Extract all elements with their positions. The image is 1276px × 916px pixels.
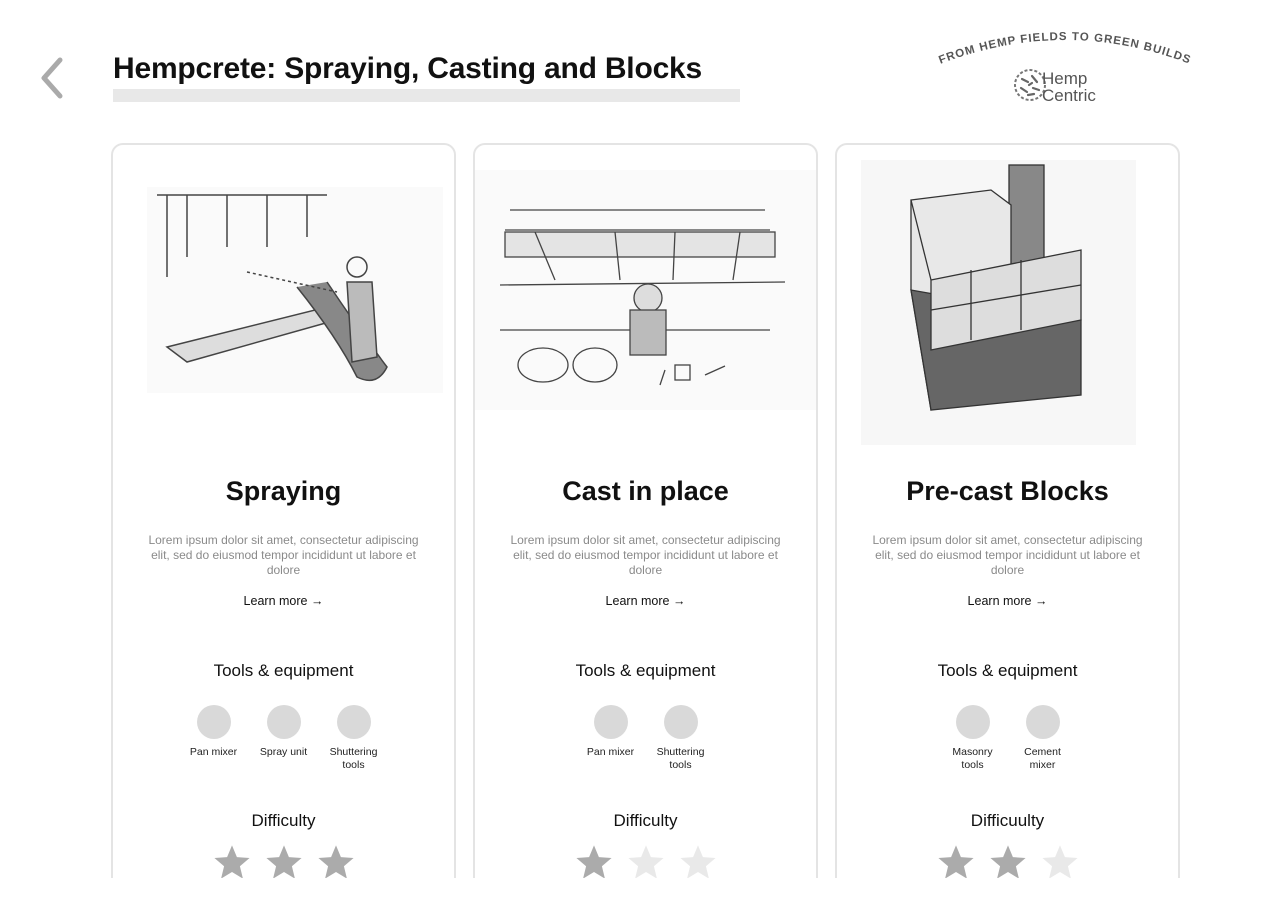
tool-item: Pan mixer — [179, 705, 249, 772]
tool-image-placeholder — [955, 705, 990, 739]
tool-image-placeholder — [593, 705, 628, 739]
star-filled-icon — [989, 845, 1026, 878]
page-title: Hempcrete: Spraying, Casting and Blocks — [113, 52, 703, 85]
card-title: Pre-cast Blocks — [906, 476, 1109, 506]
tool-image-placeholder — [266, 705, 301, 739]
method-card-spraying[interactable]: Spraying Lorem ipsum dolor sit amet, con… — [111, 143, 456, 878]
star-empty-icon — [679, 845, 716, 878]
difficulty-rating — [113, 843, 454, 878]
card-title: Cast in place — [562, 476, 729, 506]
difficulty-heading: Difficulty — [613, 811, 678, 830]
logo-name-line1: Hemp — [1042, 69, 1088, 88]
tool-label: Cement mixer — [1024, 746, 1061, 771]
star-filled-icon — [213, 845, 250, 878]
learn-more-link[interactable]: Learn more → — [243, 594, 324, 608]
star-empty-icon — [1041, 845, 1078, 878]
tools-heading: Tools & equipment — [575, 661, 716, 680]
star-filled-icon — [317, 845, 354, 878]
learn-more-link[interactable]: Learn more → — [967, 594, 1048, 608]
difficulty-heading: Difficulty — [251, 811, 316, 830]
star-filled-icon — [575, 845, 612, 878]
tool-item: Shuttering tools — [646, 705, 716, 772]
tool-item: Pan mixer — [576, 705, 646, 772]
chevron-left-icon[interactable] — [36, 54, 70, 102]
logo-name-line2: Centric — [1042, 86, 1096, 105]
hemp-centric-logo-icon — [1014, 69, 1046, 101]
pre-cast-blocks-illustration — [861, 160, 1136, 445]
tools-list: Pan mixer Spray unit Shuttering tools — [113, 705, 454, 772]
tool-label: Spray unit — [259, 746, 308, 758]
logo-tagline: FROM HEMP FIELDS TO GREEN BUILDS — [937, 31, 1192, 67]
star-empty-icon — [627, 845, 664, 878]
star-filled-icon — [937, 845, 974, 878]
tool-label: Pan mixer — [586, 746, 635, 758]
method-card-pre-cast-blocks[interactable]: Pre-cast Blocks Lorem ipsum dolor sit am… — [835, 143, 1180, 878]
tools-list: Pan mixer Shuttering tools — [475, 705, 816, 772]
tool-image-placeholder — [663, 705, 698, 739]
tools-list: Masonry tools Cement mixer — [837, 705, 1178, 772]
tool-image-placeholder — [196, 705, 231, 739]
spraying-illustration — [147, 187, 443, 393]
tool-item: Spray unit — [249, 705, 319, 772]
learn-more-link[interactable]: Learn more → — [605, 594, 686, 608]
method-card-cast-in-place[interactable]: Cast in place Lorem ipsum dolor sit amet… — [473, 143, 818, 878]
tool-image-placeholder — [336, 705, 371, 739]
difficulty-rating — [837, 843, 1178, 878]
tool-item: Masonry tools — [938, 705, 1008, 772]
card-description: Lorem ipsum dolor sit amet, consectetur … — [510, 533, 781, 577]
card-description: Lorem ipsum dolor sit amet, consectetur … — [148, 533, 419, 577]
tool-label: Masonry tools — [952, 746, 993, 771]
tools-heading: Tools & equipment — [213, 661, 354, 680]
card-title: Spraying — [225, 476, 342, 506]
tool-item: Cement mixer — [1008, 705, 1078, 772]
tool-label: Pan mixer — [189, 746, 238, 758]
tool-label: Shuttering tools — [329, 746, 378, 771]
tool-item: Shuttering tools — [319, 705, 389, 772]
star-filled-icon — [265, 845, 302, 878]
difficulty-rating — [475, 843, 816, 878]
tool-image-placeholder — [1025, 705, 1060, 739]
cast-in-place-illustration — [475, 170, 816, 410]
tools-heading: Tools & equipment — [937, 661, 1078, 680]
tool-label: Shuttering tools — [656, 746, 705, 771]
card-description: Lorem ipsum dolor sit amet, consectetur … — [872, 533, 1143, 577]
difficulty-heading: Difficuulty — [970, 811, 1045, 830]
title-underline — [113, 89, 740, 102]
